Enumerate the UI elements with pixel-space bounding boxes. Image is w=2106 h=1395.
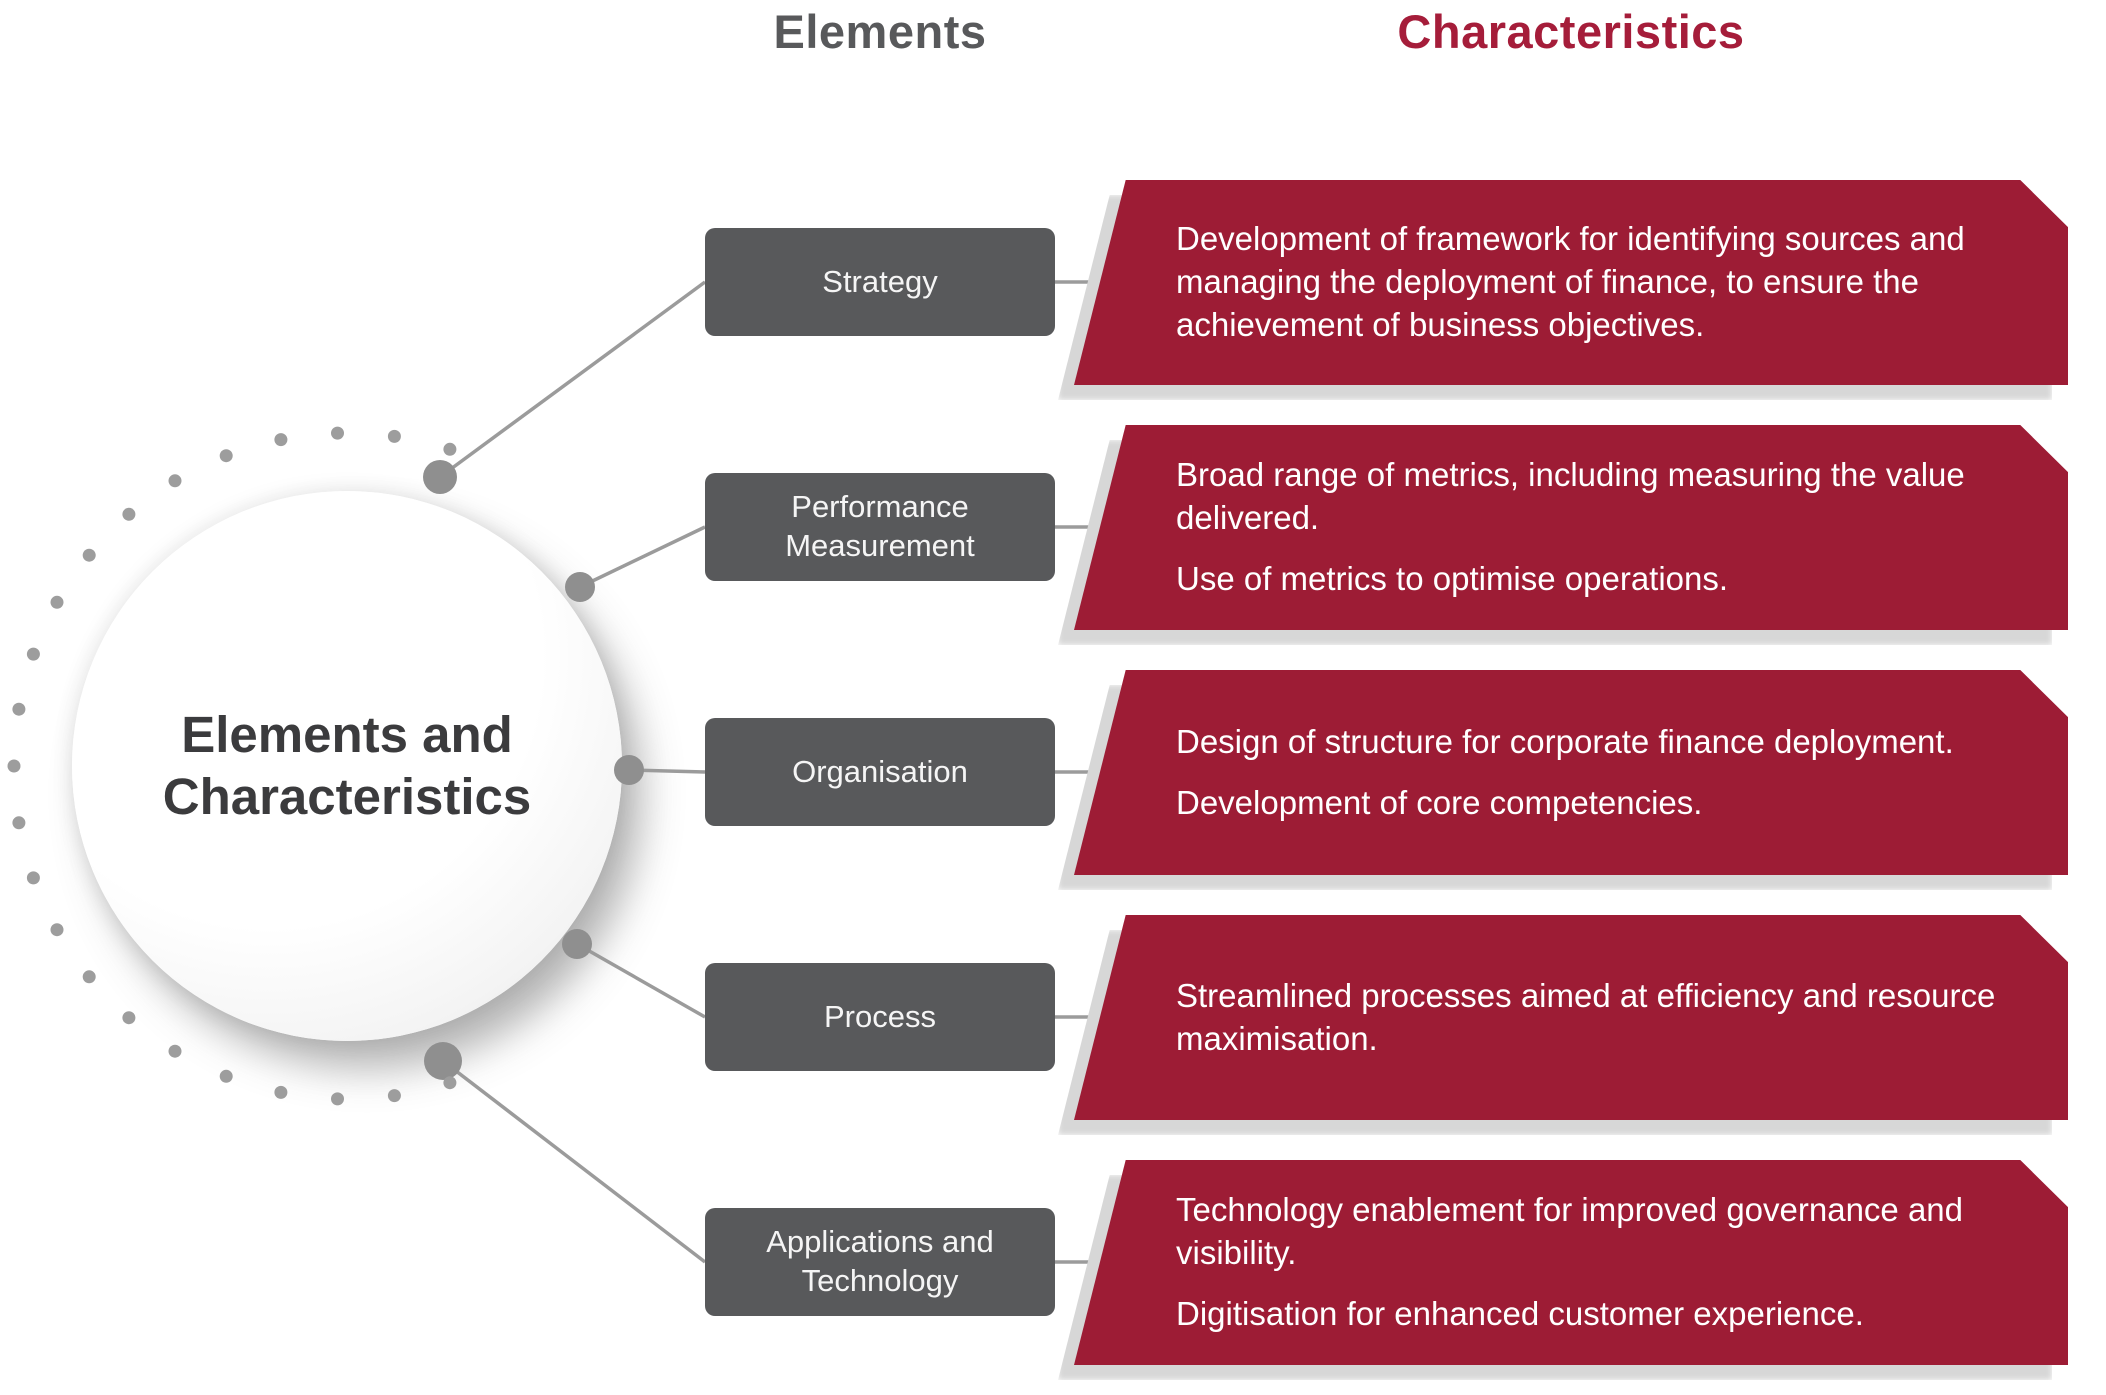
element-box-performance-measurement: Performance Measurement <box>705 473 1055 581</box>
characteristic-text: Development of core competencies. <box>1176 783 1703 821</box>
element-box-process: Process <box>705 963 1055 1071</box>
element-label: Organisation <box>792 753 968 789</box>
central-title-line1: Elements and <box>181 705 513 763</box>
characteristic-text: Design of structure for corporate financ… <box>1176 722 1954 760</box>
characteristic-text: Development of framework for identifying… <box>1176 220 1965 343</box>
characteristic-box-body: Streamlined processes aimed at efficienc… <box>1074 915 2068 1120</box>
element-box-applications-technology: Applications and Technology <box>705 1208 1055 1316</box>
column-header-characteristics: Characteristics <box>1397 5 1745 58</box>
characteristic-box-process: Streamlined processes aimed at efficienc… <box>1058 915 2068 1135</box>
characteristic-text: Technology enablement for improved gover… <box>1176 1191 1964 1272</box>
characteristic-text: Streamlined processes aimed at efficienc… <box>1176 976 1996 1057</box>
element-label: Strategy <box>822 263 938 299</box>
element-box-strategy: Strategy <box>705 228 1055 336</box>
central-title-line2: Characteristics <box>162 768 532 825</box>
characteristic-box-body: Development of framework for identifying… <box>1074 180 2068 385</box>
characteristic-box-body: Technology enablement for improved gover… <box>1074 1160 2068 1365</box>
element-box-organisation: Organisation <box>705 718 1055 826</box>
characteristic-text: Use of metrics to optimise operations. <box>1176 559 1729 597</box>
element-label: Performance Measurement <box>785 489 975 563</box>
column-header-elements: Elements <box>773 5 987 58</box>
central-circle: Elements and Characteristics <box>72 491 622 1041</box>
characteristic-box-body: Broad range of metrics, including measur… <box>1074 425 2068 630</box>
characteristic-box-performance-measurement: Broad range of metrics, including measur… <box>1058 425 2068 645</box>
characteristic-text: Broad range of metrics, including measur… <box>1176 456 1965 537</box>
characteristic-text: Digitisation for enhanced customer exper… <box>1176 1294 1864 1332</box>
characteristic-box-body: Design of structure for corporate financ… <box>1074 670 2068 875</box>
element-label: Applications and Technology <box>766 1224 994 1298</box>
characteristic-box-strategy: Development of framework for identifying… <box>1058 180 2068 400</box>
element-label: Process <box>824 998 936 1034</box>
characteristic-box-applications-technology: Technology enablement for improved gover… <box>1058 1160 2068 1380</box>
characteristic-box-organisation: Design of structure for corporate financ… <box>1058 670 2068 890</box>
central-circle-title: Elements and Characteristics <box>163 704 532 828</box>
